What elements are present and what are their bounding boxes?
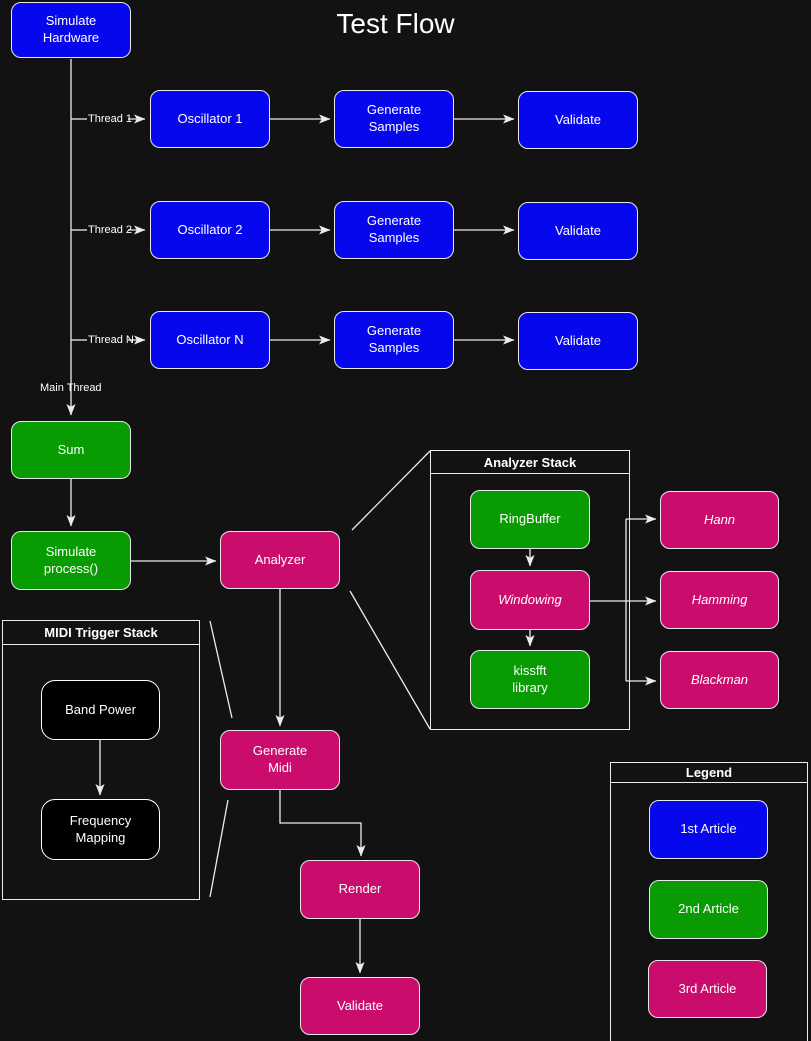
node-validate-1: Validate [518,91,638,149]
leader-analyzer-stack-top [351,450,431,531]
node-sum: Sum [11,421,131,479]
edge-label-thread-2: Thread 2 [88,224,133,236]
diagram-title: Test Flow [336,8,455,39]
node-oscillator-2: Oscillator 2 [150,201,270,259]
leader-midi-stack-top [209,620,233,719]
analyzer-stack-container: Analyzer Stack [430,450,630,730]
node-oscillator-n: Oscillator N [150,311,270,369]
analyzer-stack-title: Analyzer Stack [431,451,629,474]
node-frequency-mapping: Frequency Mapping [41,799,160,860]
node-validate-2: Validate [518,202,638,260]
node-hamming: Hamming [660,571,779,629]
node-validate-3: Validate [518,312,638,370]
leader-midi-stack-bottom [209,799,229,898]
edge-generatemidi-render [279,790,366,857]
legend-item-3rd-article: 3rd Article [648,960,767,1018]
midi-trigger-stack-container: MIDI Trigger Stack [2,620,200,900]
edge-label-thread-1: Thread 1 [88,113,133,125]
edge-label-thread-n: Thread N [88,334,134,346]
node-simulate-process: Simulate process() [11,531,131,590]
node-generate-midi: Generate Midi [220,730,340,790]
node-kissfft-library: kissfft library [470,650,590,709]
node-blackman: Blackman [660,651,779,709]
node-oscillator-1: Oscillator 1 [150,90,270,148]
node-simulate-hardware: Simulate Hardware [11,2,131,58]
legend-title: Legend [611,763,807,783]
midi-trigger-stack-title: MIDI Trigger Stack [3,621,199,645]
node-generate-samples-1: Generate Samples [334,90,454,148]
node-analyzer: Analyzer [220,531,340,589]
legend-container: Legend [610,762,808,1041]
node-generate-samples-3: Generate Samples [334,311,454,369]
node-hann: Hann [660,491,779,549]
node-ringbuffer: RingBuffer [470,490,590,549]
node-windowing: Windowing [470,570,590,630]
node-generate-samples-2: Generate Samples [334,201,454,259]
node-band-power: Band Power [41,680,160,740]
leader-analyzer-stack-bottom [349,590,431,730]
legend-item-2nd-article: 2nd Article [649,880,768,939]
node-render: Render [300,860,420,919]
legend-item-1st-article: 1st Article [649,800,768,859]
edge-label-main-thread: Main Thread [40,382,102,394]
node-validate-final: Validate [300,977,420,1035]
